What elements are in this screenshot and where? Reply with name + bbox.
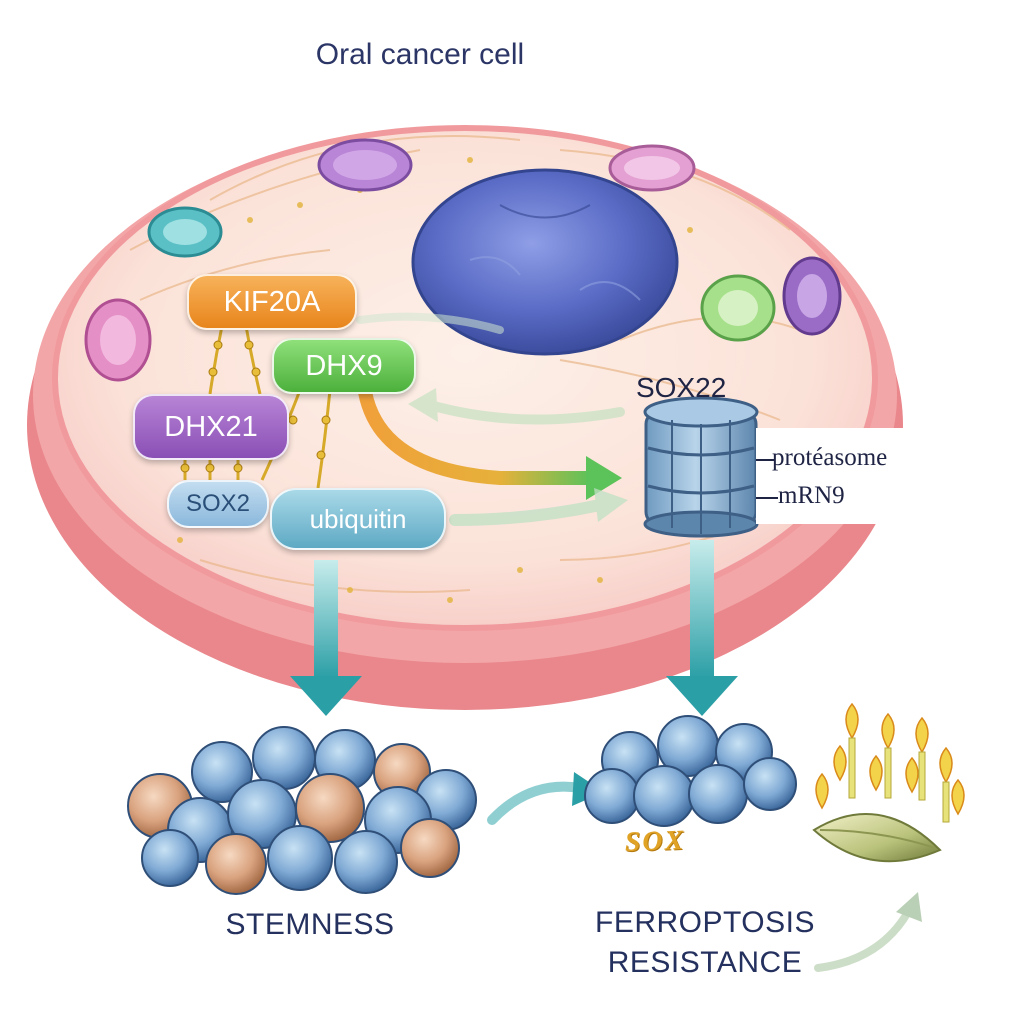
ferroptosis-down-arrow [666,540,738,716]
organelle-pink-top-right [608,144,696,192]
proteasome-label-panel [756,428,956,524]
organelle-purple-right [782,256,842,336]
organelle-green-right [700,274,776,342]
ferroptosis-flames [812,702,965,863]
dhx9-label: DHX9 [272,338,416,394]
organelle-pink-left [84,298,152,382]
faint-return-arrow [408,388,625,425]
chain-beads [180,340,331,473]
mrna-label: mRN9 [778,482,845,509]
kif20a-label: KIF20A [187,274,357,330]
resistance-label: RESISTANCE [607,946,803,979]
resistant-cell-cluster [584,715,797,827]
nucleus [411,168,679,356]
faint-upper-arrow [356,312,504,334]
stemness-down-arrow [290,560,362,716]
ubiquitin-to-proteasome-arrow [449,488,628,526]
proteasome-label: protéasome [772,444,888,471]
ubiquitin-label: ubiquitin [270,488,446,550]
resistance-up-arrow [814,892,922,972]
sox2-label: SOX2 [167,480,269,528]
sox22-label: SOX22 [636,372,727,403]
page-title: Oral cancer cell [315,38,525,71]
ferroptosis-label: FERROPTOSIS [595,906,815,939]
dhx21-label: DHX21 [133,394,289,460]
stem-cell-cluster [127,726,477,895]
organelle-violet-top [317,138,413,192]
stemness-label: STEMNESS [225,908,395,941]
organelle-teal-left [147,206,223,258]
proteasome-barrel [643,396,759,538]
